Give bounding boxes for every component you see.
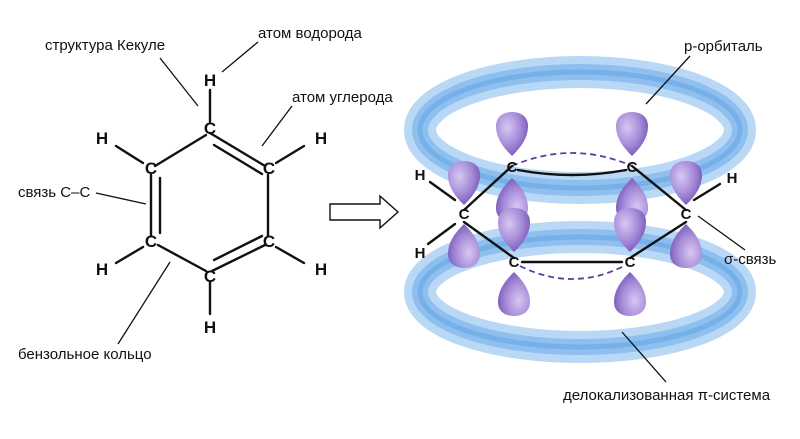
bond-c5-h — [114, 245, 145, 265]
p-orbital-lobe — [614, 272, 646, 316]
leader-pi-system — [621, 331, 667, 383]
label-kekule: структура Кекуле — [45, 37, 165, 54]
bond-c1-c2 — [208, 131, 267, 168]
p-orbital-lobe — [616, 112, 648, 156]
sigma-bond — [462, 220, 516, 260]
pi-bond-back — [511, 152, 633, 167]
hydrogen-atom: H — [204, 71, 216, 90]
leader-p-orbital — [645, 55, 691, 105]
label-hydrogen-atom: атом водорода — [258, 25, 363, 42]
carbon-atom: C — [681, 206, 692, 223]
carbon-atom: C — [509, 254, 520, 271]
label-carbon-atom: атом углерода — [292, 89, 393, 106]
bond-c3-c4 — [210, 243, 267, 273]
label-pi-system: делокализованная π-система — [563, 387, 771, 404]
hydrogen-atom: H — [315, 129, 327, 148]
leader-benzene-ring — [117, 261, 171, 345]
bond-c4-c5 — [156, 243, 208, 273]
bond-c6-h — [114, 144, 145, 165]
hydrogen-atom: H — [96, 260, 108, 279]
carbon-atom: C — [263, 232, 275, 251]
label-sigma-bond: σ-связь — [724, 251, 777, 268]
carbon-atom: C — [507, 159, 518, 176]
sigma-bond — [462, 164, 514, 212]
p-orbital-lobe — [496, 112, 528, 156]
hydrogen-atom: H — [96, 129, 108, 148]
p-orbital-lobe — [498, 272, 530, 316]
pi-torus-lower — [404, 221, 756, 363]
bond-c2-h — [274, 144, 306, 165]
kekule-structure: C C C C C C H H H H H H структура Кекуле… — [18, 25, 393, 363]
bond-c-h — [426, 222, 457, 246]
sigma-bond — [628, 220, 688, 260]
carbon-atom: C — [204, 119, 216, 138]
bond-c3-h — [274, 245, 306, 265]
orbital-model: C C C C C C H H H p-орбиталь σ-связь дел… — [404, 38, 777, 404]
carbon-atom: C — [627, 159, 638, 176]
label-p-orbital: p-орбиталь — [684, 38, 763, 55]
bond-c-h — [428, 180, 457, 202]
leader-sigma-bond — [697, 215, 746, 251]
carbon-atom: C — [459, 206, 470, 223]
hydrogen-atom: H — [727, 170, 738, 187]
transition-arrow — [329, 194, 400, 230]
bond-c-h — [692, 182, 722, 202]
carbon-atom: C — [263, 159, 275, 178]
leader-hydrogen-atom — [221, 41, 259, 73]
label-benzene-ring: бензольное кольцо — [18, 346, 152, 363]
bond-c6-c1 — [153, 133, 208, 168]
pi-torus-upper — [404, 56, 756, 204]
bond-c1-c2-double — [212, 143, 264, 176]
hydrogen-atom: H — [315, 260, 327, 279]
sigma-bond — [516, 168, 628, 177]
hydrogen-atom: H — [415, 167, 426, 184]
bond-c3-c4-double — [212, 234, 264, 262]
leader-cc-bond — [95, 192, 147, 205]
carbon-atom: C — [204, 267, 216, 286]
label-cc-bond: связь С–С — [18, 184, 90, 201]
leader-kekule — [159, 57, 199, 107]
carbon-atom: C — [145, 232, 157, 251]
sigma-bond — [630, 164, 688, 212]
hydrogen-atom: H — [204, 318, 216, 337]
pi-bond-front — [519, 265, 625, 280]
carbon-atom: C — [145, 159, 157, 178]
hydrogen-atom: H — [415, 245, 426, 262]
leader-carbon-atom — [261, 105, 293, 147]
carbon-atom: C — [625, 254, 636, 271]
